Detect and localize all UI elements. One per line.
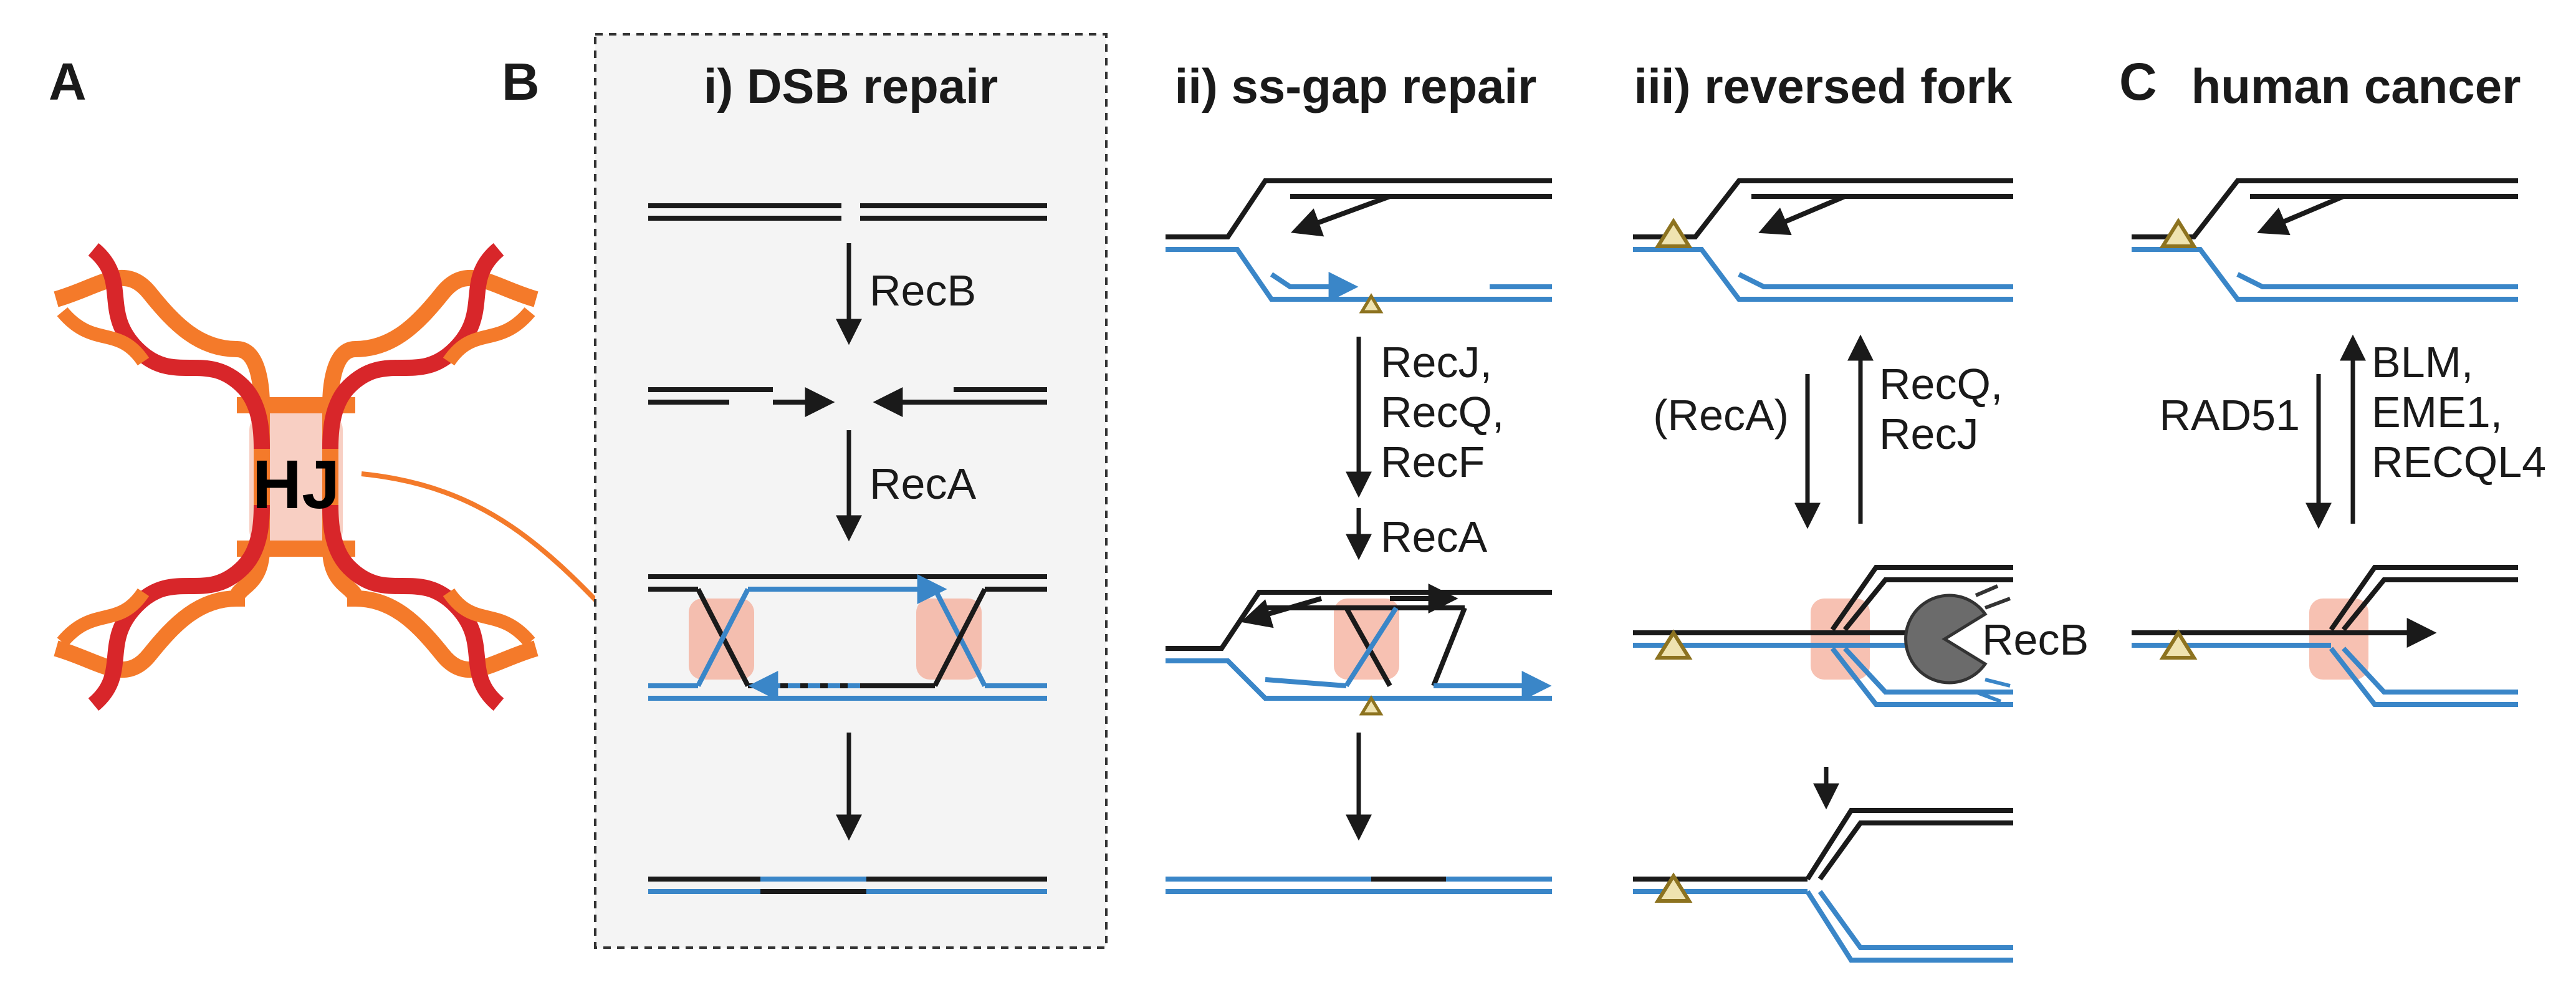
- ss-gap-fork: [1166, 178, 1552, 314]
- reversed-fork-top: [1633, 178, 2013, 302]
- step-label-recb: RecB: [869, 266, 976, 315]
- step-label-reca: RecA: [869, 459, 976, 508]
- lesion-triangle-icon: [1654, 218, 1693, 248]
- dsb-product: [648, 877, 1047, 894]
- pacman-recb-icon: [1904, 584, 2011, 703]
- reca-parenthetical-label: (RecA): [1653, 391, 1789, 440]
- ss-gap-product: [1166, 877, 1552, 894]
- ss-gap-junction: [1166, 584, 1552, 716]
- double-holliday-junction: [648, 574, 1047, 701]
- human-cancer-reversed-fork: [2132, 565, 2518, 707]
- lesion-triangle-icon: [2159, 218, 2198, 248]
- lesion-triangle-icon: [2159, 629, 2198, 660]
- human-cancer-title: human cancer: [2191, 59, 2521, 113]
- dsb-diagram: [648, 203, 1047, 701]
- eme1-label: EME1,: [2372, 388, 2502, 436]
- step-label-recj: RecJ,: [1381, 338, 1492, 387]
- human-cancer-fork-top: [2132, 178, 2518, 302]
- step-label-recj-2: RecJ: [1879, 410, 1978, 458]
- dsb-repair-title: i) DSB repair: [704, 59, 998, 113]
- lesion-triangle-icon: [1654, 872, 1693, 903]
- ss-gap-repair-title: ii) ss-gap repair: [1175, 59, 1537, 113]
- blm-label: BLM,: [2372, 338, 2473, 387]
- step-label-recq: RecQ,: [1381, 388, 1504, 436]
- recql4-label: RECQL4: [2372, 438, 2546, 486]
- lesion-triangle-icon: [1654, 629, 1693, 660]
- step-label-reca-2: RecA: [1381, 512, 1487, 561]
- reversed-fork-chicken-foot: [1633, 565, 2013, 707]
- reversed-fork-product: [1633, 808, 2013, 963]
- lesion-triangle-icon: [1359, 293, 1384, 314]
- lesion-triangle-icon: [1359, 695, 1384, 716]
- panel-letter-a: A: [49, 52, 87, 111]
- holliday-junction-label: HJ: [252, 446, 340, 523]
- panel-letter-c: C: [2119, 52, 2157, 111]
- step-label-recf: RecF: [1381, 438, 1485, 486]
- step-label-recq-2: RecQ,: [1879, 360, 2003, 408]
- rad51-label: RAD51: [2159, 391, 2300, 440]
- recb-enzyme-label: RecB: [1982, 615, 2089, 664]
- reversed-fork-title: iii) reversed fork: [1634, 59, 2013, 113]
- panel-letter-b: B: [502, 52, 540, 111]
- holliday-junction-illustration: [54, 243, 539, 711]
